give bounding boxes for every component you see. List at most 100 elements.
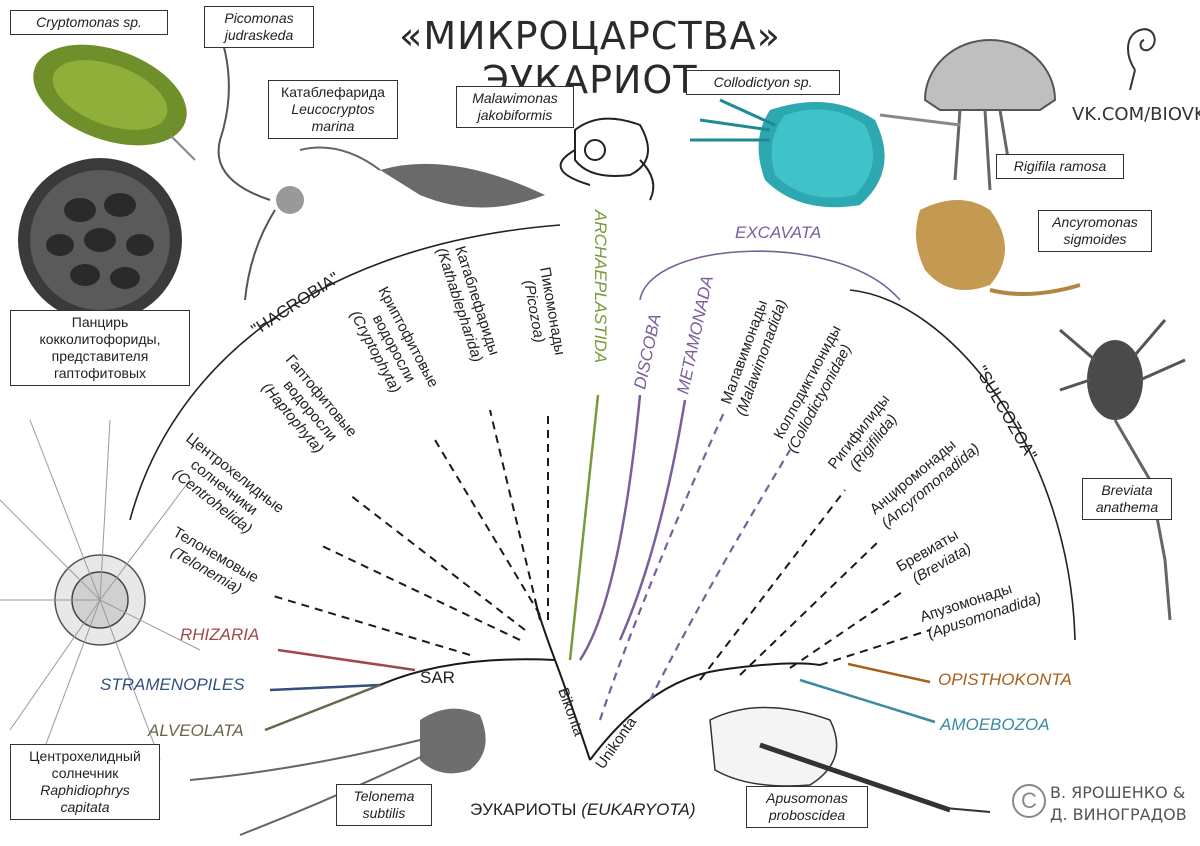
hacrobia-bracket (129, 224, 561, 521)
caption-malawimonas: Malawimonas jakobiformis (456, 86, 574, 128)
caption-text: кокколитофориды, (39, 331, 161, 347)
taxon-apusomonadida: Апузомонады (Apusomonadida) (918, 580, 1043, 642)
breviata-illustration (1059, 319, 1186, 621)
ancyromonadida-branch (739, 539, 881, 676)
metamonada-label: METAMONADA (673, 274, 717, 396)
stramenopiles-branch (269, 683, 381, 692)
caption-text: Malawimonas (472, 90, 558, 106)
haptophyta-branch (349, 494, 526, 631)
excavata-bracket (639, 250, 901, 301)
credits-line: Д. ВИНОГРАДОВ (1050, 805, 1187, 824)
caption-text: солнечник (51, 765, 119, 781)
cryptophyta-branch (434, 439, 541, 616)
caption-text: anathema (1095, 499, 1159, 515)
caption-picomonas: Picomonas judraskeda (204, 6, 314, 48)
caption-text: jakobiformis (477, 107, 553, 123)
unikonta-label: Unikonta (592, 714, 640, 773)
credits: В. ЯРОШЕНКО & Д. ВИНОГРАДОВ (1050, 782, 1187, 826)
cryptomonas-illustration (33, 44, 196, 161)
rhizaria-branch (277, 648, 416, 672)
metamonada-branch (618, 399, 687, 641)
caption-text: Apusomonas (766, 790, 848, 806)
caption-cryptomonas: Cryptomonas sp. (10, 10, 168, 35)
ancyromonas-illustration (916, 200, 1081, 296)
caption-text: Ancyromonas (1052, 214, 1138, 230)
breviata-branch (789, 589, 906, 669)
kathablepharida-branch (489, 409, 541, 621)
copyright-icon: C (1012, 784, 1046, 818)
caption-coccolith: Панцирь кокколитофориды, представителя г… (10, 310, 190, 386)
caption-katablepharid: Катаблефарида Leucocryptos marina (268, 80, 398, 139)
katablepharid-illustration (299, 146, 545, 208)
caption-text: Telonema (353, 788, 415, 804)
rhizaria-label: RHIZARIA (180, 625, 259, 644)
caption-text: Катаблефарида (281, 84, 385, 100)
archaeplastida-label: ARCHAEPLASTIDA (591, 209, 610, 363)
telonema-illustration (189, 708, 486, 836)
root-branch (554, 659, 591, 761)
taxon-breviata: Бревиаты (Breviata) (894, 526, 975, 587)
archaeplastida-branch (568, 394, 600, 661)
root-label: ЭУКАРИОТЫ (EUKARYOTA) (470, 800, 696, 819)
amoebozoa-branch (799, 678, 936, 724)
taxon-kathablepharida: Катаблефариды (Kathablepharida) (433, 244, 503, 364)
caption-collodictyon: Collodictyon sp. (686, 70, 840, 95)
caption-text: subtilis (362, 805, 406, 821)
malawimonas-illustration (559, 117, 655, 201)
site-link[interactable]: VK.COM/BIOVK (1072, 104, 1200, 125)
caption-text: Leucocryptos (291, 101, 375, 117)
sulcozoa-label: "SULCOZOA" (972, 363, 1041, 464)
caption-text: Панцирь (71, 314, 129, 330)
taxon-picozoa: Пикомонады (Picozoa) (520, 266, 568, 357)
caption-text: Collodictyon sp. (713, 74, 813, 90)
caption-apusomonas: Apusomonas proboscidea (746, 786, 868, 828)
raphidiophrys-illustration (0, 419, 201, 761)
taxon-malawimonadida: Малавимонады (Malawimonadida) (718, 297, 791, 418)
bikonta-label: Bikonta (554, 686, 587, 739)
opisthokonta-branch (847, 662, 931, 684)
caption-text: Raphidiophrys (40, 782, 130, 798)
caption-telonema: Telonema subtilis (336, 784, 432, 826)
caption-text: marina (311, 118, 355, 134)
caption-text: Picomonas (224, 10, 294, 26)
caption-text: judraskeda (224, 27, 294, 43)
malawimonadida-branch (598, 409, 727, 721)
discoba-branch (578, 394, 642, 661)
page-title: «МИКРОЦАРСТВА» ЭУКАРИОТ (399, 14, 781, 102)
telonemia-branch (269, 594, 471, 656)
taxon-haptophyta: Гаптофитовые водоросли (Haptophyta) (258, 352, 360, 457)
rigifilida-branch (699, 489, 846, 681)
caption-text: Rigifila ramosa (1013, 158, 1107, 174)
caption-text: proboscidea (768, 807, 846, 823)
caption-text: гаптофитовых (53, 365, 147, 381)
caption-text: представителя (51, 348, 149, 364)
bikonta-backbone (269, 658, 556, 691)
collodictyonidae-branch (649, 449, 791, 701)
opisthokonta-label: OPISTHOKONTA (938, 670, 1072, 689)
apusomonas-illustration (709, 706, 991, 813)
taxon-rigifilida: Ригифилиды (Rigifilida) (825, 391, 901, 474)
collodictyon-illustration (690, 98, 885, 208)
spiral-logo (1127, 28, 1156, 91)
alveolata-label: ALVEOLATA (147, 721, 244, 740)
discoba-label: DISCOBA (630, 312, 664, 391)
apusomonadida-branch (819, 629, 931, 666)
amoebozoa-label: AMOEBOZOA (939, 715, 1050, 734)
taxon-telonemia: Телонемовые (Telonemia) (168, 524, 262, 598)
sar-label: SAR (420, 668, 455, 687)
caption-rigifila: Rigifila ramosa (996, 154, 1124, 179)
coccolith-illustration (18, 158, 182, 322)
bikonta-trunk (534, 599, 556, 661)
alveolata-branch (264, 683, 381, 732)
caption-breviata: Breviata anathema (1082, 478, 1172, 520)
caption-text: sigmoides (1063, 231, 1127, 247)
caption-text: Центрохелидный (29, 748, 141, 764)
caption-text: capitata (60, 799, 110, 815)
hacrobia-label: "HACROBIA" (248, 268, 343, 339)
centrohelida-branch (319, 544, 521, 641)
caption-ancyromonas: Ancyromonas sigmoides (1038, 210, 1152, 252)
caption-raphidiophrys: Центрохелидный солнечник Raphidiophrys c… (10, 744, 160, 820)
picomonas-illustration (214, 19, 304, 301)
